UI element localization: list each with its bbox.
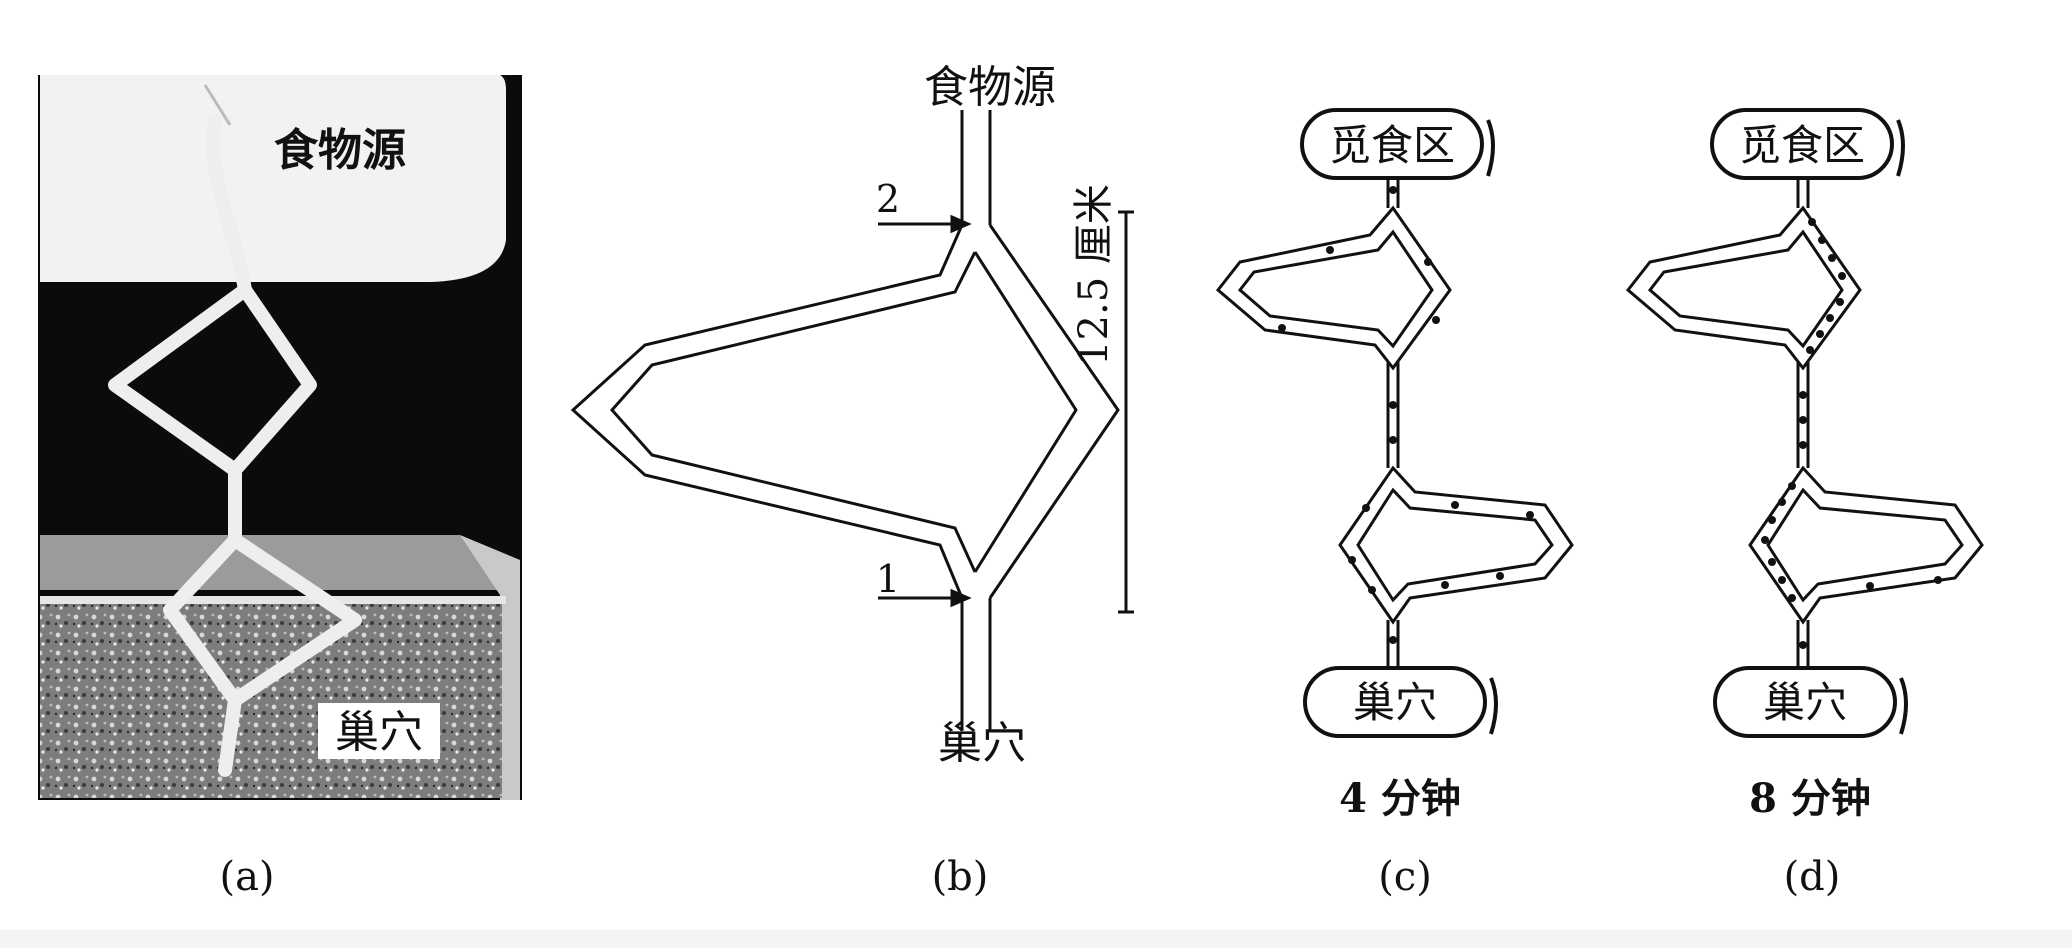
forage-label-d: 觅食区	[1739, 121, 1865, 170]
upper-loop-d-outer	[1625, 205, 1862, 371]
marker-2: 2	[876, 177, 900, 221]
connector-d-2	[1796, 362, 1810, 468]
upper-loop-c-outer	[1215, 205, 1452, 371]
nest-label-d: 巢穴	[1763, 678, 1847, 727]
feeder-hang	[203, 84, 232, 126]
food-area	[40, 75, 506, 282]
arrow-1-head	[950, 588, 972, 608]
forage-box-c-shadow	[1486, 119, 1495, 177]
short-branch-inner	[973, 251, 1078, 573]
bottom-strip	[0, 930, 2072, 948]
soil-area	[40, 600, 502, 798]
panel-d-labels: 觅食区 巢穴 8 分钟 (d)	[1739, 121, 1871, 900]
nest-box-d	[1713, 666, 1897, 738]
ants-d	[1761, 218, 1942, 649]
forage-box-c	[1300, 108, 1484, 180]
long-branch-outer	[570, 224, 964, 599]
soil-top-edge	[40, 596, 506, 604]
distance-label: 12.5 厘米	[1071, 184, 1117, 366]
lower-loop-d-inner	[1766, 487, 1964, 603]
caption-a: (a)	[219, 854, 274, 900]
long-branch-inner	[609, 251, 977, 573]
lower-loop-c-inner	[1356, 487, 1554, 603]
schematic-food-label: 食物源	[924, 62, 1056, 113]
panel-c	[1215, 108, 1574, 738]
upper-loop-c-inner	[1237, 229, 1434, 349]
panel-d	[1625, 108, 1984, 738]
connector-c-2	[1386, 362, 1400, 468]
time-label-d: 8 分钟	[1749, 775, 1871, 822]
forage-box-d	[1710, 108, 1894, 180]
caption-c: (c)	[1378, 854, 1432, 900]
photo-nest-label-bg	[318, 703, 440, 759]
connector-d-3	[1796, 620, 1810, 668]
time-label-c: 4 分钟	[1339, 775, 1461, 822]
photo-nest-label: 巢穴	[335, 707, 423, 758]
forage-label-c: 觅食区	[1329, 121, 1455, 170]
nest-box-c	[1303, 666, 1487, 738]
bridge-tubes	[108, 113, 362, 777]
connector-c-1	[1386, 178, 1400, 208]
forage-box-d-shadow	[1896, 119, 1905, 177]
upper-loop-d-inner	[1647, 229, 1844, 349]
caption-d: (d)	[1784, 854, 1841, 900]
panel-b-labels: 食物源 巢穴 2 1 12.5 厘米 (b)	[876, 62, 1117, 900]
nest-box-c-shadow	[1489, 677, 1498, 735]
panel-c-labels: 觅食区 巢穴 4 分钟 (c)	[1329, 121, 1461, 900]
connector-c-3	[1386, 620, 1400, 668]
photo-food-label: 食物源	[274, 125, 406, 176]
connector-d-1	[1796, 178, 1810, 208]
lower-loop-c-outer	[1338, 465, 1574, 625]
nest-box-d-shadow	[1899, 677, 1908, 735]
caption-b: (b)	[932, 854, 989, 900]
short-branch-outer	[988, 224, 1120, 599]
arrow-2-head	[950, 214, 972, 234]
schematic-nest-label: 巢穴	[938, 718, 1026, 769]
marker-1: 1	[876, 557, 900, 601]
ants-c	[1278, 186, 1534, 644]
lower-loop-d-outer	[1748, 465, 1984, 625]
nest-label-c: 巢穴	[1353, 678, 1437, 727]
panel-b	[570, 110, 1134, 730]
panel-a: 食物源 巢穴 (a)	[38, 75, 522, 900]
